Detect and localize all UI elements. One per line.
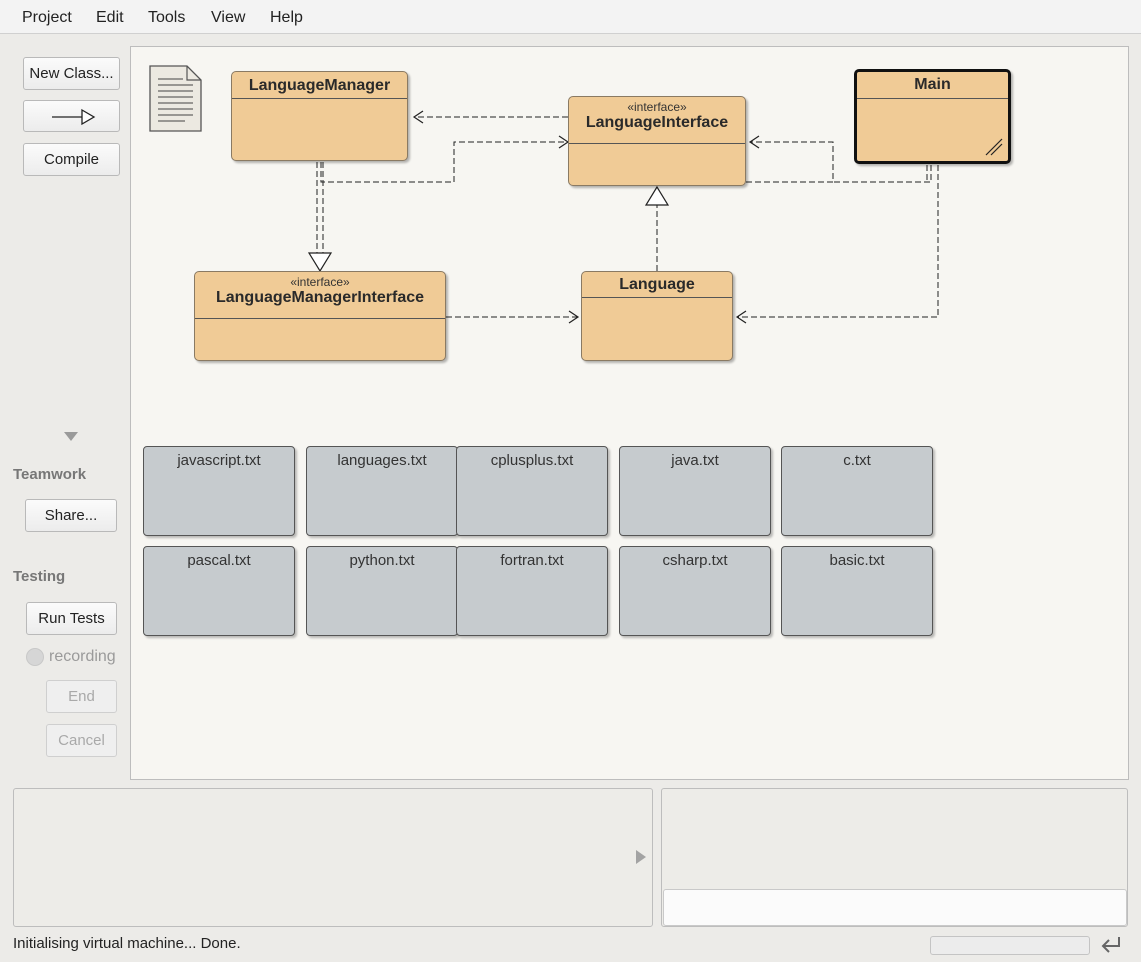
class-main[interactable]: Main: [854, 69, 1011, 164]
file-python[interactable]: python.txt: [306, 546, 458, 636]
class-header: Main: [857, 72, 1008, 99]
file-basic[interactable]: basic.txt: [781, 546, 933, 636]
progress-bar: [930, 936, 1090, 955]
run-tests-button[interactable]: Run Tests: [26, 602, 117, 635]
class-name: LanguageInterface: [585, 114, 729, 131]
class-name: LanguageManagerInterface: [215, 289, 425, 306]
end-button[interactable]: End: [46, 680, 117, 713]
class-stereotype: «interface»: [627, 100, 687, 114]
teamwork-label: Teamwork: [13, 466, 87, 483]
class-stereotype: «interface»: [290, 275, 350, 289]
status-message: Initialising virtual machine... Done.: [13, 935, 241, 952]
file-fortran[interactable]: fortran.txt: [456, 546, 608, 636]
expand-right-icon[interactable]: [636, 850, 646, 864]
class-header: LanguageManager: [232, 72, 407, 99]
menu-help[interactable]: Help: [270, 9, 303, 26]
class-languagemanager[interactable]: LanguageManager: [231, 71, 408, 161]
class-languagemanagerinterface[interactable]: «interface» LanguageManagerInterface: [194, 271, 446, 361]
file-languages[interactable]: languages.txt: [306, 446, 458, 536]
recording-indicator-icon: [26, 648, 44, 666]
compile-button[interactable]: Compile: [23, 143, 120, 176]
new-class-button[interactable]: New Class...: [23, 57, 120, 90]
class-language[interactable]: Language: [581, 271, 733, 361]
collapse-triangle-icon[interactable]: [64, 432, 78, 441]
file-c[interactable]: c.txt: [781, 446, 933, 536]
inheritance-arrow-icon: [51, 108, 95, 126]
class-header: «interface» LanguageManagerInterface: [195, 272, 445, 319]
file-java[interactable]: java.txt: [619, 446, 771, 536]
class-header: «interface» LanguageInterface: [569, 97, 745, 144]
share-button[interactable]: Share...: [25, 499, 117, 532]
class-header: Language: [582, 272, 732, 298]
file-cplusplus[interactable]: cplusplus.txt: [456, 446, 608, 536]
menu-bar: Project Edit Tools View Help: [0, 0, 1141, 34]
object-bench[interactable]: [13, 788, 653, 927]
new-inheritance-arrow-button[interactable]: [23, 100, 120, 132]
class-name: Main: [914, 76, 951, 93]
menu-project[interactable]: Project: [22, 9, 72, 26]
file-pascal[interactable]: pascal.txt: [143, 546, 295, 636]
class-name: Language: [619, 276, 695, 293]
testing-label: Testing: [13, 568, 66, 585]
recording-label: recording: [49, 648, 116, 665]
codepad-input[interactable]: [663, 889, 1127, 926]
class-languageinterface[interactable]: «interface» LanguageInterface: [568, 96, 746, 186]
file-csharp[interactable]: csharp.txt: [619, 546, 771, 636]
cancel-button[interactable]: Cancel: [46, 724, 117, 757]
menu-tools[interactable]: Tools: [148, 9, 186, 26]
readme-note-icon[interactable]: [149, 65, 203, 133]
menu-edit[interactable]: Edit: [96, 9, 124, 26]
reset-machine-icon[interactable]: [1099, 934, 1123, 956]
class-name: LanguageManager: [248, 77, 391, 94]
resize-handle-icon[interactable]: [984, 137, 1004, 157]
menu-view[interactable]: View: [211, 9, 246, 26]
class-diagram-canvas[interactable]: LanguageManager «interface» LanguageInte…: [130, 46, 1129, 780]
file-javascript[interactable]: javascript.txt: [143, 446, 295, 536]
dependency-arrows: [307, 110, 939, 324]
